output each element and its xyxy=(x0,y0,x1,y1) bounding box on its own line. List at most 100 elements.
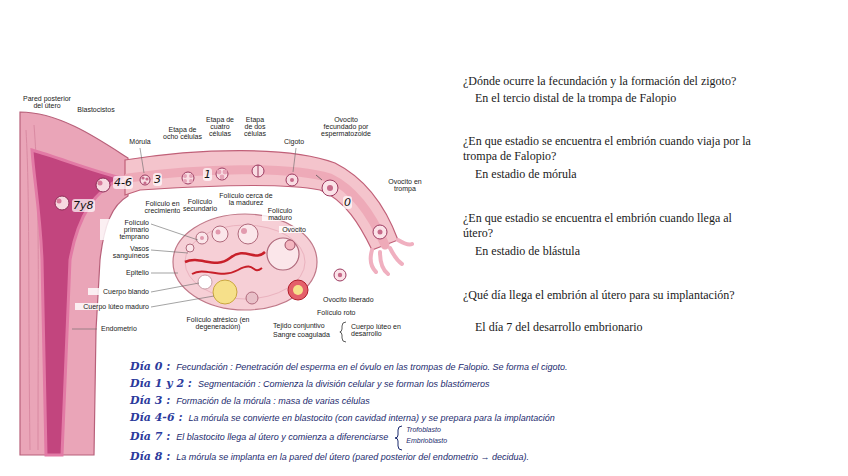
fallopian-tube xyxy=(223,170,228,175)
answer-text: El día 7 del desarrollo embrionario xyxy=(475,320,775,335)
anatomy-label: Pared posterior del útero xyxy=(22,95,72,109)
ovary xyxy=(293,285,303,295)
anatomy-label: Ovocito liberado xyxy=(322,296,384,303)
anatomy-label: Mórula xyxy=(125,138,155,145)
anatomy-label: Folículo cerca de la madurez xyxy=(215,192,277,206)
fallopian-tube xyxy=(143,181,146,184)
cell-layer-bracket xyxy=(395,426,402,450)
fallopian-tube xyxy=(145,177,148,180)
stage-day-number: 1 xyxy=(203,168,212,181)
ovary xyxy=(216,230,221,235)
leader-lines xyxy=(72,329,97,330)
leader-lines xyxy=(293,148,296,172)
anatomy-label: Etapa de dos células xyxy=(240,116,270,137)
anatomy-label: Folículo secundario xyxy=(180,198,220,212)
fallopian-tube xyxy=(189,174,193,178)
note-text: La mórula se implanta en la pared del út… xyxy=(176,452,529,462)
cell-layer-bracket xyxy=(394,425,404,451)
fallopian-tube xyxy=(220,175,225,180)
fallopian-tube xyxy=(290,178,294,182)
note-text: Fecundación : Penetración del esperma en… xyxy=(176,362,567,372)
note-text: El blastocito llega al útero y comienza … xyxy=(176,432,388,442)
fallopian-tube xyxy=(140,175,150,185)
ovary xyxy=(213,280,237,304)
stage-day-number: 7y8 xyxy=(72,199,95,212)
fallopian-tube xyxy=(216,168,228,180)
ovary xyxy=(241,228,247,234)
note-text: La mórula se convierte en blastocito (co… xyxy=(188,413,554,423)
leader-lines xyxy=(151,224,198,240)
uterus xyxy=(20,112,128,455)
fallopian-tube xyxy=(371,240,412,274)
ovary xyxy=(192,267,262,274)
anatomy-label: Ovocito fecundado por espermatozoide xyxy=(318,116,374,137)
ovary xyxy=(338,273,342,277)
fallopian-tube xyxy=(96,178,110,192)
answer-text: En el tercio distal de la trompa de Falo… xyxy=(475,91,775,106)
note-text: Segmentación : Comienza la división celu… xyxy=(198,379,490,389)
leader-lines xyxy=(140,148,144,173)
anatomy-label: Etapa de ocho células xyxy=(160,126,205,140)
anatomy-label: Folículo maduro xyxy=(262,207,298,221)
anatomy-label: Folículo atrésico (en degeneración) xyxy=(183,316,253,330)
ovary xyxy=(267,238,299,270)
anatomy-label: Ovocito en trompa xyxy=(385,178,425,192)
anatomy-label: Cuerpo blando xyxy=(88,288,150,295)
fallopian-tube xyxy=(252,165,264,177)
fallopian-tube xyxy=(378,230,383,235)
fallopian-tube xyxy=(322,180,338,196)
uterus xyxy=(57,199,62,204)
day-heading: Día 0 : xyxy=(130,360,170,373)
question-text: ¿Qué día llega el embrión al útero para … xyxy=(463,288,763,303)
stage-day-number: 3 xyxy=(153,173,162,186)
fallopian-tube xyxy=(286,174,298,186)
fallopian-tube xyxy=(373,225,387,239)
ovary xyxy=(212,226,228,242)
leader-lines xyxy=(151,273,178,274)
fallopian-tube xyxy=(316,175,322,180)
fallopian-tube xyxy=(183,174,187,178)
anatomy-label: Sangre coagulada xyxy=(272,331,340,338)
ovary xyxy=(186,244,194,252)
ovary xyxy=(173,214,317,310)
ovary xyxy=(173,214,346,310)
leader-lines xyxy=(151,250,188,253)
anatomy-label: Endometrio xyxy=(100,325,150,332)
anatomy-label: Epitelio xyxy=(108,269,150,276)
ovary xyxy=(196,232,208,244)
stage-day-number: 0 xyxy=(343,196,352,209)
anatomy-label: Cuerpo lúteo maduro xyxy=(75,303,150,310)
day-heading: Día 8 : xyxy=(130,450,170,463)
ovary xyxy=(185,225,305,299)
anatomy-label: Ovocito xyxy=(279,226,309,233)
day-heading: Día 3 : xyxy=(130,394,170,407)
note-text: Formación de la mórula : masa de varias … xyxy=(176,396,370,406)
ovary xyxy=(334,269,346,281)
answer-text: En estadio de blástula xyxy=(475,244,775,259)
fallopian-tube xyxy=(183,179,187,183)
leader-lines xyxy=(151,296,214,307)
leader-lines xyxy=(72,148,296,329)
ovary xyxy=(200,236,204,240)
fallopian-tube xyxy=(217,170,222,175)
question-text: ¿En que estadio se encuentra el embrión … xyxy=(463,134,763,164)
fallopian-tube xyxy=(98,181,103,186)
uterus xyxy=(20,112,128,455)
day-heading: Día 4-6 : xyxy=(130,411,182,424)
anatomy-label: Folículo en crecimiento xyxy=(140,200,185,214)
anatomy-label: Cigoto xyxy=(278,138,310,145)
anatomy-label: Blastocistos xyxy=(75,106,117,113)
fallopian-tube xyxy=(182,172,194,184)
ovary xyxy=(285,240,295,250)
fallopian-tube xyxy=(189,179,193,183)
uterus xyxy=(55,196,69,210)
anatomy-label: Tejido conjuntivo xyxy=(272,322,340,329)
ovary xyxy=(238,224,258,244)
cell-layer-term: Embrioblasto xyxy=(406,437,447,444)
anatomy-label: Etapa de cuatro células xyxy=(203,116,237,137)
ovary xyxy=(185,252,265,263)
stage-day-number: 4-6 xyxy=(113,176,133,189)
fallopian-tube xyxy=(258,165,259,177)
fallopian-tube xyxy=(327,185,333,191)
